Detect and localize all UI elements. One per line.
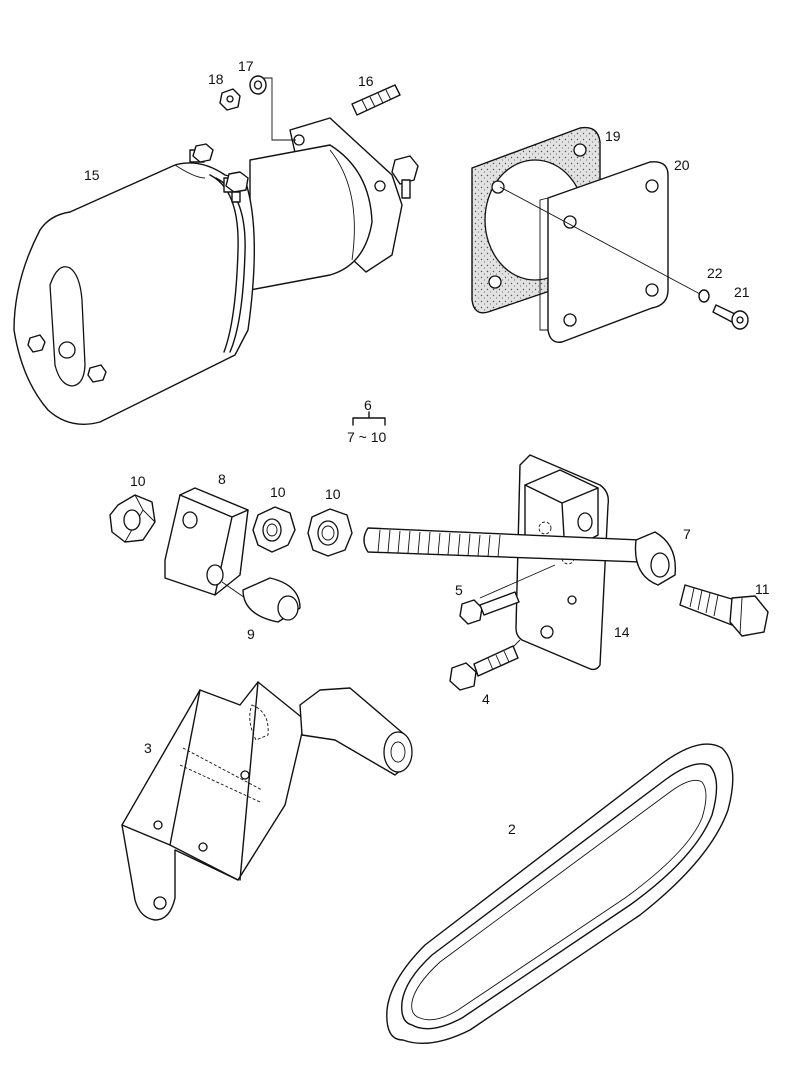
callout-14: 14	[614, 624, 630, 640]
threaded-rod	[363, 527, 641, 563]
washer-hole	[253, 80, 263, 90]
terminal-stud	[223, 171, 249, 203]
bolt-part-4	[449, 645, 519, 691]
callout-22: 22	[707, 265, 723, 281]
callout-2: 2	[508, 821, 516, 837]
terminal-stud	[189, 143, 214, 163]
inspection-slot	[49, 266, 86, 387]
callout-5: 5	[455, 582, 463, 598]
actuator-rear-cylinder	[249, 144, 373, 291]
bolt-part-5	[459, 591, 520, 625]
spacer-part-7	[634, 531, 677, 586]
stud-part-16	[351, 84, 401, 116]
callout-3: 3	[144, 740, 152, 756]
callout-8: 8	[218, 471, 226, 487]
callout-10: 10	[130, 473, 146, 489]
cylinder-edge-line	[329, 149, 355, 261]
block-part-8	[164, 487, 249, 596]
flange-hole	[374, 180, 386, 192]
housing-stud	[27, 334, 46, 353]
nut-part-10	[307, 508, 353, 557]
callout-17: 17	[238, 58, 254, 74]
nut-part-10	[252, 506, 296, 553]
terminal-stud	[391, 155, 419, 199]
callout-7: 7	[683, 526, 691, 542]
callout-10: 10	[270, 484, 286, 500]
callout-4: 4	[482, 691, 490, 707]
housing-stud	[87, 364, 107, 383]
callout-18: 18	[208, 71, 224, 87]
callout-15: 15	[84, 167, 100, 183]
nut-part-10	[109, 494, 156, 543]
leader-line	[479, 564, 556, 599]
callout-19: 19	[605, 128, 621, 144]
washer-part-22	[698, 289, 710, 303]
callout-11: 11	[755, 581, 770, 597]
group-bracket	[352, 411, 386, 426]
drive-belt-part-2	[386, 743, 734, 1045]
callout-20: 20	[674, 157, 690, 173]
callout-10: 10	[325, 486, 341, 502]
callout-7-10: 7 ~ 10	[347, 429, 387, 445]
slot-hole	[58, 341, 76, 359]
callout-6: 6	[364, 397, 372, 413]
housing-top-edge	[174, 164, 206, 179]
bushing-part-9	[242, 577, 301, 623]
bolt-part-21	[712, 304, 749, 330]
plate-part-20	[539, 161, 669, 343]
alignment-line	[499, 186, 701, 295]
bolt-part-11	[679, 584, 769, 637]
bracket-part-3	[121, 681, 413, 921]
callout-16: 16	[358, 73, 374, 89]
callout-9: 9	[247, 626, 255, 642]
callout-21: 21	[734, 284, 750, 300]
callout-labels: 2 3 4 5 6 7 7 ~ 10 8 9 10 10 10 11 14 15…	[84, 58, 770, 837]
actuator-body-part-15	[13, 117, 419, 425]
leader-line	[262, 77, 296, 141]
nut-hole	[226, 95, 234, 103]
